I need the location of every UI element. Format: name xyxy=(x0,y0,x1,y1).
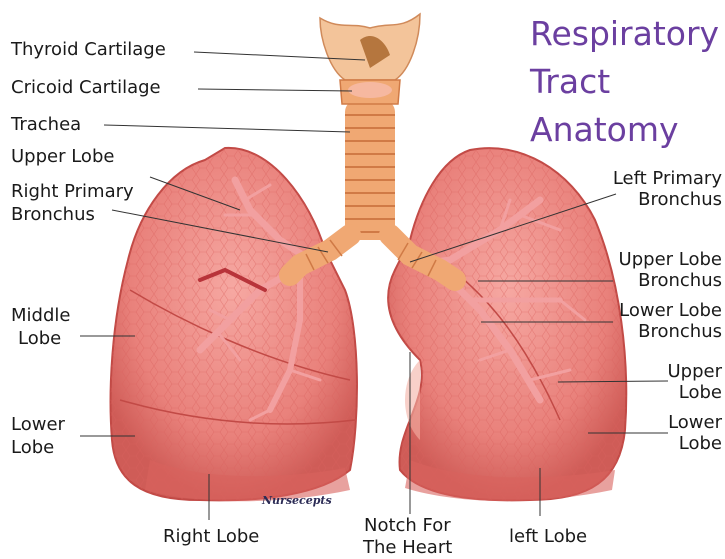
label-right-primary-line2: Bronchus xyxy=(11,204,95,226)
label-upper-lobe-bronchus-line2: Bronchus xyxy=(638,270,722,292)
nursecepts-logo: Nursecepts xyxy=(262,494,332,507)
label-lower-lobe-line1: Lower xyxy=(11,414,65,436)
label-left-primary-line1: Left Primary xyxy=(613,168,722,190)
title-line-2: Tract xyxy=(530,58,719,106)
label-upper-lobe: Upper Lobe xyxy=(11,146,114,168)
label-right-primary-line1: Right Primary xyxy=(11,181,134,203)
label-right-lobe: Right Lobe xyxy=(163,526,259,548)
label-notch-line1: Notch For xyxy=(364,515,451,537)
label-lower-lobe-bronchus-line2: Bronchus xyxy=(638,321,722,343)
label-lower-lobe-left-line1: Lower xyxy=(668,412,722,434)
label-lower-lobe-left-line2: Lobe xyxy=(679,433,722,455)
label-lower-lobe-bronchus-line1: Lower Lobe xyxy=(619,300,722,322)
label-upper-lobe-left-line2: Lobe xyxy=(679,382,722,404)
label-thyroid-cartilage: Thyroid Cartilage xyxy=(11,39,166,61)
title-line-1: Respiratory xyxy=(530,10,719,58)
label-trachea: Trachea xyxy=(11,114,81,136)
label-middle-lobe-line2: Lobe xyxy=(18,328,61,350)
label-upper-lobe-bronchus-line1: Upper Lobe xyxy=(619,249,722,271)
right-lung xyxy=(111,148,357,501)
label-upper-lobe-left-line1: Upper xyxy=(667,361,722,383)
label-left-lobe: left Lobe xyxy=(509,526,587,548)
label-middle-lobe-line1: Middle xyxy=(11,305,70,327)
label-cricoid-cartilage: Cricoid Cartilage xyxy=(11,77,161,99)
label-left-primary-line2: Bronchus xyxy=(638,189,722,211)
title-line-3: Anatomy xyxy=(530,106,719,154)
left-lung xyxy=(388,148,626,501)
diagram-title: Respiratory Tract Anatomy xyxy=(530,10,719,154)
label-lower-lobe-line2: Lobe xyxy=(11,437,54,459)
